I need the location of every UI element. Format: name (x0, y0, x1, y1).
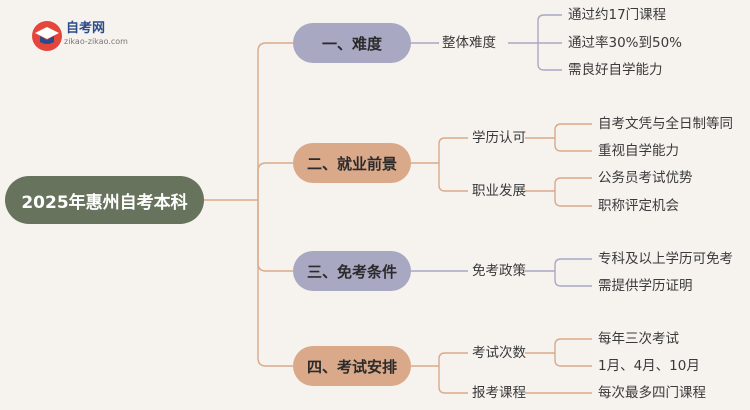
branch-employment[interactable]: 二、就业前景 (293, 143, 411, 183)
leaf-connector-3-0 (554, 258, 592, 271)
leaf-equal-diploma: 自考文凭与全日制等同 (598, 116, 733, 132)
child-connector-3-0 (438, 352, 468, 366)
leaf-connector-4-1 (554, 353, 592, 367)
branch-connector-1 (257, 162, 293, 200)
leaf-three-exams: 每年三次考试 (598, 331, 679, 347)
child-connector-1-1 (438, 163, 468, 192)
leaf-civil-service: 公务员考试优势 (598, 170, 693, 186)
leaf-value-self-study: 重视自学能力 (598, 143, 679, 159)
child-overall-difficulty[interactable]: 整体难度 (442, 35, 496, 51)
child-exam-frequency[interactable]: 考试次数 (472, 345, 526, 361)
branch-connector-0 (257, 42, 293, 200)
leaf-max-four-courses: 每次最多四门课程 (598, 385, 706, 401)
leaf-connector-0-2 (537, 43, 562, 71)
root-node[interactable]: 2025年惠州自考本科 (5, 176, 204, 224)
child-registration-courses[interactable]: 报考课程 (472, 385, 526, 401)
leaf-17-courses: 通过约17门课程 (568, 7, 667, 23)
leaf-title-evaluation: 职称评定机会 (598, 198, 679, 214)
graduation-cap-icon (32, 21, 62, 51)
branch-exemption[interactable]: 三、免考条件 (293, 251, 411, 291)
leaf-exam-months: 1月、4月、10月 (598, 358, 700, 374)
child-connector-1-0 (438, 137, 468, 163)
leaf-connector-4-0 (554, 338, 592, 353)
child-connector-3-1 (438, 366, 468, 394)
leaf-connector-2-1 (554, 191, 592, 207)
site-logo[interactable]: 自考网 zikao-zikao.com (30, 17, 160, 57)
logo-subtitle: zikao-zikao.com (64, 37, 128, 46)
branch-difficulty[interactable]: 一、难度 (293, 23, 411, 63)
leaf-connector-0-0 (537, 14, 562, 43)
leaf-connector-1-0 (554, 123, 592, 138)
branch-connector-2 (257, 200, 293, 272)
leaf-connector-3-1 (554, 271, 592, 287)
leaf-connector-1-1 (554, 138, 592, 152)
leaf-proof-required: 需提供学历证明 (598, 278, 693, 294)
branch-schedule[interactable]: 四、考试安排 (293, 346, 411, 386)
leaf-pass-rate: 通过率30%到50% (568, 35, 683, 51)
leaf-self-study: 需良好自学能力 (568, 62, 663, 78)
branch-connector-3 (257, 200, 293, 367)
child-exemption-policy[interactable]: 免考政策 (472, 263, 526, 279)
logo-title: 自考网 (66, 21, 106, 36)
child-career-development[interactable]: 职业发展 (472, 183, 526, 199)
leaf-degree-exempt: 专科及以上学历可免考 (598, 251, 733, 267)
leaf-connector-2-0 (554, 177, 592, 191)
child-degree-recognition[interactable]: 学历认可 (472, 130, 526, 146)
